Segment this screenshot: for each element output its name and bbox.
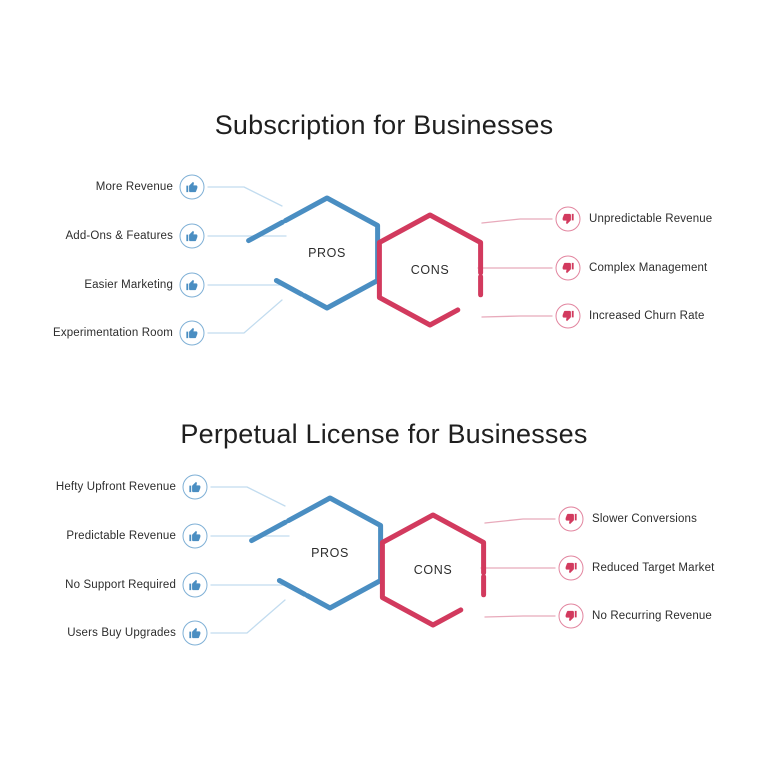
diagram-stroke [376, 212, 484, 328]
thumbs-down-icon [562, 262, 574, 274]
diagram-stroke [210, 486, 286, 507]
con-item-label: Reduced Target Market [592, 562, 715, 574]
thumbs-up-icon [189, 481, 201, 493]
thumbs-down-icon [565, 610, 577, 622]
thumbs-down-badge[interactable] [558, 555, 584, 581]
pro-item-label: Users Buy Upgrades [67, 627, 176, 639]
diagram-stroke [273, 278, 305, 297]
section-title: Subscription for Businesses [214, 110, 554, 140]
pro-item-label: Hefty Upfront Revenue [55, 481, 176, 493]
thumbs-up-icon [189, 579, 201, 591]
cons-hex-label: CONS [413, 563, 453, 577]
con-item-label: Increased Churn Rate [589, 310, 705, 322]
pro-item-label: Easier Marketing [84, 279, 173, 291]
thumbs-down-icon [565, 513, 577, 525]
thumbs-down-icon [565, 562, 577, 574]
thumbs-down-icon [562, 310, 574, 322]
thumbs-up-badge[interactable] [182, 572, 208, 598]
cons-hex-label: CONS [410, 263, 450, 277]
thumbs-down-badge[interactable] [555, 206, 581, 232]
diagram-stroke [246, 219, 285, 244]
pro-item-label: More Revenue [95, 181, 173, 193]
diagram-stroke [276, 578, 308, 597]
thumbs-up-icon [186, 327, 198, 339]
diagram-stroke [484, 518, 556, 524]
diagram-stroke [484, 615, 556, 618]
diagram-stroke [207, 186, 283, 207]
pro-item-label: Predictable Revenue [66, 530, 176, 542]
thumbs-up-badge[interactable] [179, 320, 205, 346]
diagram-stroke [481, 315, 553, 318]
section-title: Perpetual License for Businesses [180, 419, 588, 449]
thumbs-up-badge[interactable] [182, 620, 208, 646]
diagram-stroke [210, 599, 286, 634]
thumbs-down-icon [562, 213, 574, 225]
diagram-stroke [207, 299, 283, 334]
pros-hex-label: PROS [308, 246, 346, 260]
thumbs-up-badge[interactable] [179, 223, 205, 249]
diagram-canvas [207, 186, 553, 334]
thumbs-up-badge[interactable] [182, 474, 208, 500]
thumbs-up-icon [186, 181, 198, 193]
thumbs-up-badge[interactable] [179, 272, 205, 298]
diagram-stroke [379, 512, 487, 628]
thumbs-up-icon [189, 627, 201, 639]
pro-item-label: No Support Required [65, 579, 176, 591]
pro-item-label: Add-Ons & Features [65, 230, 173, 242]
thumbs-up-badge[interactable] [182, 523, 208, 549]
diagram-stroke [249, 519, 288, 544]
diagram-canvas [210, 486, 556, 634]
diagram-stroke [481, 218, 553, 224]
thumbs-down-badge[interactable] [555, 255, 581, 281]
thumbs-down-badge[interactable] [558, 506, 584, 532]
thumbs-up-badge[interactable] [179, 174, 205, 200]
con-item-label: Unpredictable Revenue [589, 213, 713, 225]
pros-hex-label: PROS [311, 546, 349, 560]
pro-item-label: Experimentation Room [53, 327, 173, 339]
con-item-label: Slower Conversions [592, 513, 697, 525]
thumbs-up-icon [186, 279, 198, 291]
thumbs-up-icon [186, 230, 198, 242]
perpetual-license-section: Perpetual License for Businesses Hefty U… [0, 384, 768, 768]
thumbs-down-badge[interactable] [558, 603, 584, 629]
con-item-label: No Recurring Revenue [592, 610, 712, 622]
thumbs-down-badge[interactable] [555, 303, 581, 329]
con-item-label: Complex Management [589, 262, 708, 274]
subscription-section: Subscription for Businesses More Revenue… [53, 110, 713, 346]
thumbs-up-icon [189, 530, 201, 542]
